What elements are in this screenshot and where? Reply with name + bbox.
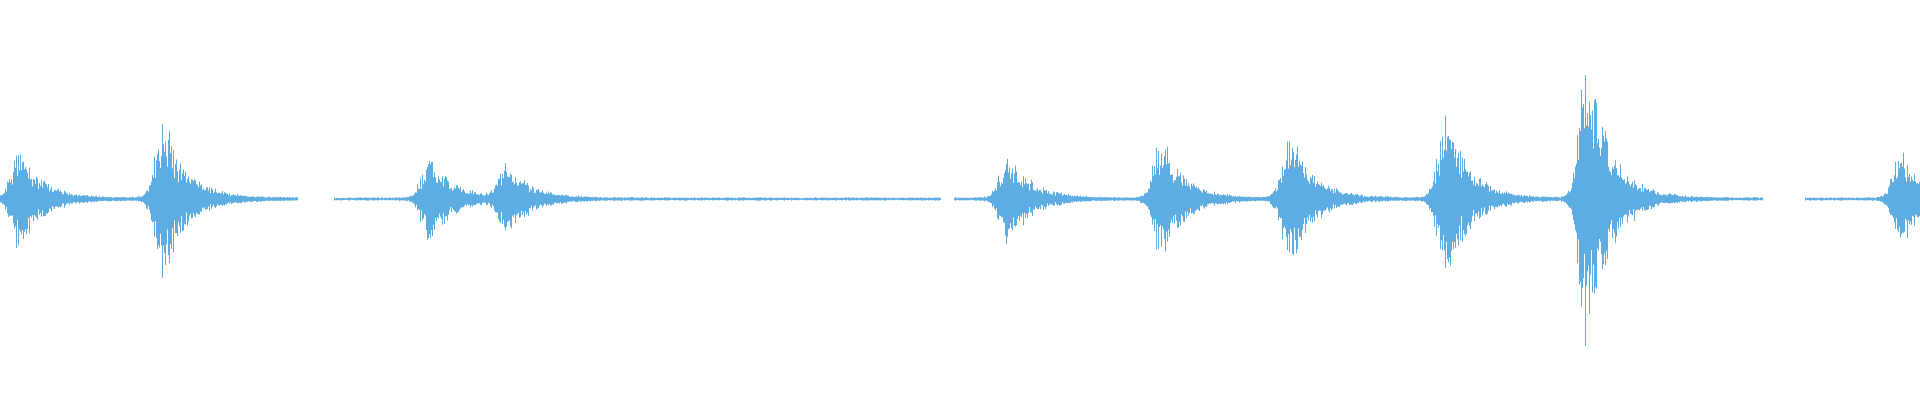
waveform-segment-1 bbox=[0, 124, 298, 278]
waveform-segment-4 bbox=[1805, 152, 1920, 239]
waveform-segment-3 bbox=[954, 75, 1763, 347]
waveform-bars bbox=[0, 75, 1920, 347]
waveform-segment-2 bbox=[334, 161, 941, 240]
